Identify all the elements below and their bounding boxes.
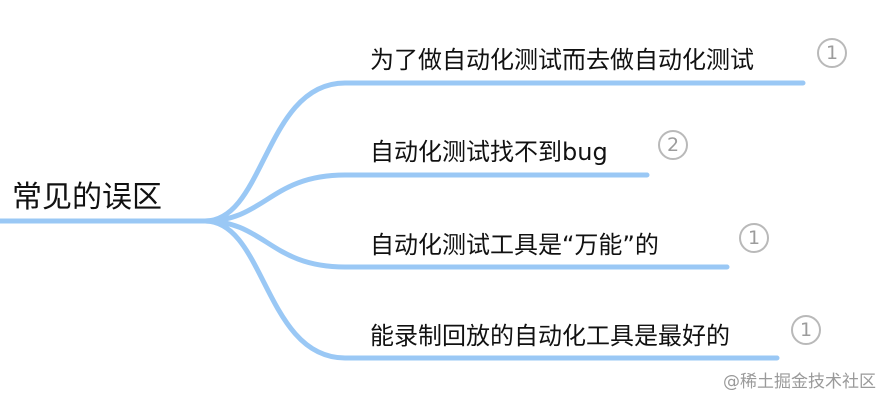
connector-branch-3 — [202, 218, 730, 270]
branch-topic-3[interactable]: 自动化测试工具是“万能”的 — [370, 231, 659, 259]
watermark: @稀土掘金技术社区 — [723, 372, 876, 392]
connector-branch-1 — [202, 80, 806, 224]
branch-topic-4[interactable]: 能录制回放的自动化工具是最好的 — [370, 322, 730, 350]
branch-3-count-badge[interactable]: 1 — [739, 223, 769, 253]
branch-1-count-badge[interactable]: 1 — [817, 38, 847, 68]
branch-topic-2[interactable]: 自动化测试找不到bug — [370, 138, 608, 166]
branch-2-count-badge[interactable]: 2 — [658, 130, 688, 160]
branch-topic-1[interactable]: 为了做自动化测试而去做自动化测试 — [370, 46, 754, 74]
connector-branch-4 — [202, 218, 780, 361]
branch-4-count-badge[interactable]: 1 — [791, 315, 821, 345]
connector-branch-2 — [202, 172, 650, 224]
root-topic[interactable]: 常见的误区 — [12, 180, 162, 215]
